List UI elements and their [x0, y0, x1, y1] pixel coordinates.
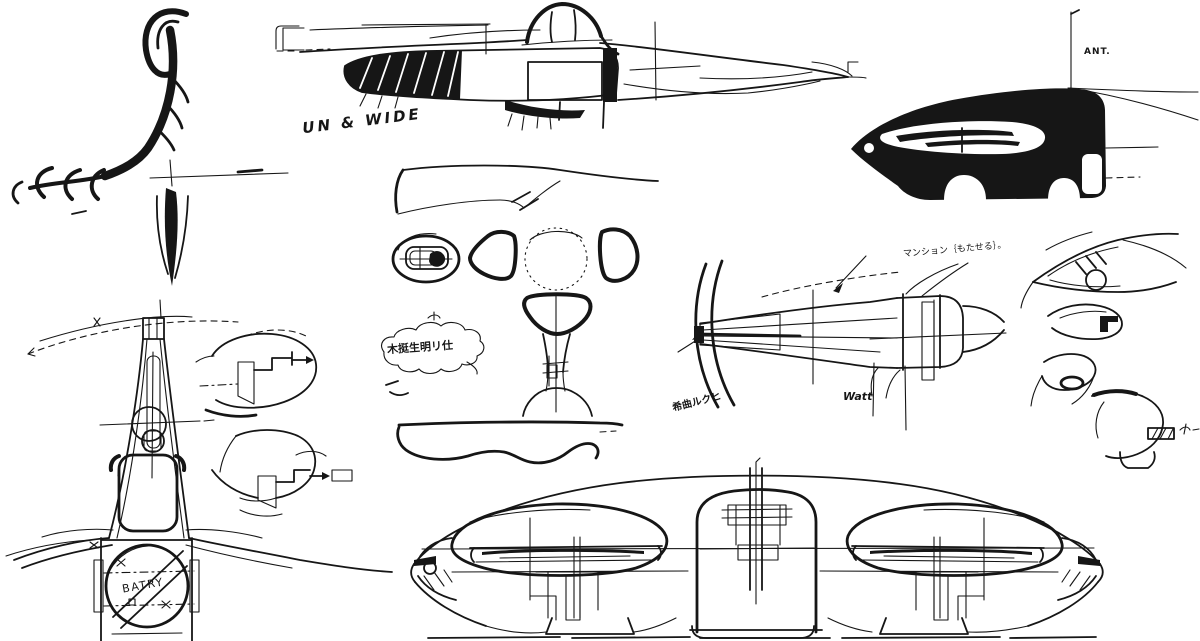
dark-side-vehicle-sketch	[847, 9, 1199, 200]
watt-note: Watt	[843, 390, 873, 403]
gesture-claw-sketch	[11, 8, 300, 286]
tapered-fuselage-sketch	[677, 255, 1007, 431]
nose-detail-studies	[1020, 231, 1200, 469]
detail-callout-upper	[195, 329, 318, 418]
saucer-front-view-sketch	[410, 457, 1104, 639]
side-profile-vehicle-sketch	[282, 2, 867, 131]
speech-cloud-note	[381, 311, 485, 375]
antenna-label: ANT.	[1084, 47, 1111, 57]
detail-callout-lower	[211, 429, 353, 517]
top-view-trirotor-sketch	[385, 164, 659, 465]
mast-front-view-sketch	[5, 299, 393, 641]
